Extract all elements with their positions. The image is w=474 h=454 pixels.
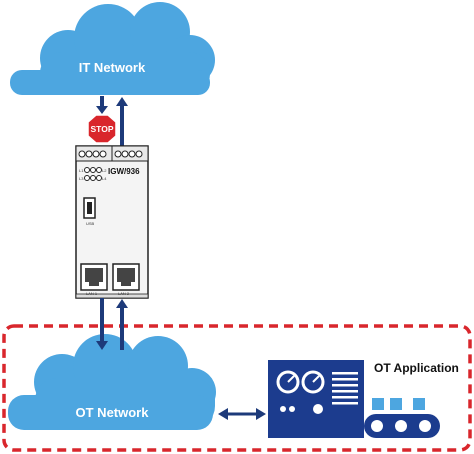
ot-zone-border (2, 324, 472, 452)
status-leds (84, 167, 102, 181)
conveyor-icon (364, 398, 440, 438)
gauge-icon (276, 370, 325, 394)
it-network-cloud (10, 2, 215, 95)
led-label-2: L2 (102, 168, 107, 173)
device-model-label: IGW/936 (108, 167, 140, 176)
usb-label: USB (86, 221, 95, 226)
ot-up-arrow (116, 299, 128, 350)
it-down-arrow (96, 96, 108, 114)
led-label-4: L4 (102, 176, 107, 181)
led-label-1: L1 (79, 168, 84, 173)
ot-down-arrow (96, 298, 108, 350)
gateway-device (75, 145, 149, 299)
it-up-arrow (116, 97, 128, 146)
stop-sign-text: STOP (90, 124, 114, 134)
ot-application-machine (268, 360, 364, 438)
lan1-label: LAN 1 (86, 291, 98, 296)
ot-network-label: OT Network (75, 405, 149, 420)
stop-sign (87, 114, 117, 144)
bidirectional-arrow (218, 408, 266, 420)
led-label-3: L3 (79, 176, 84, 181)
ot-application-label: OT Application (374, 361, 459, 375)
lan2-label: LAN 2 (118, 291, 130, 296)
it-network-label: IT Network (78, 60, 146, 75)
